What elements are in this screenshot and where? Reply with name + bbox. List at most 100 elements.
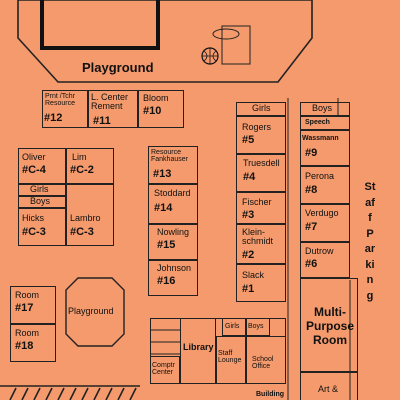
room-14-number: #14 — [154, 202, 173, 214]
restroom-boys-right — [300, 102, 350, 116]
room-14-name: Stoddard — [154, 188, 191, 198]
room-c4-number: #C-4 — [22, 164, 46, 176]
room-1-name: Slack — [242, 270, 265, 280]
room-18-number: #18 — [15, 340, 34, 352]
room-3-number: #3 — [242, 209, 255, 221]
room-16-number: #16 — [157, 275, 176, 287]
room-5-number: #5 — [242, 134, 255, 146]
room-c2[interactable] — [66, 148, 114, 184]
room-7-name: Verdugo — [305, 208, 339, 218]
computer-center[interactable] — [150, 356, 180, 384]
playground-top-boundary — [17, 0, 313, 83]
girls-lib-label: Girls — [225, 323, 240, 330]
multi-purpose-room[interactable] — [300, 278, 358, 372]
room-17[interactable] — [10, 286, 56, 324]
room-9-name: Wassmann — [302, 135, 339, 142]
restroom-girls-right — [236, 102, 286, 116]
library[interactable] — [180, 318, 216, 384]
staff-parking-label: Staff Parking — [364, 181, 376, 302]
room-c2-number: #C-2 — [70, 164, 94, 176]
room-4-number: #4 — [243, 171, 256, 183]
parking-stripes — [0, 385, 140, 400]
room-15[interactable] — [148, 224, 198, 260]
room-8[interactable] — [300, 166, 350, 204]
boys-right-label: Boys — [312, 103, 333, 113]
room-3[interactable] — [236, 192, 286, 224]
room-13[interactable] — [148, 146, 198, 184]
staff-lounge-label: Staff Lounge — [218, 350, 242, 365]
room-c3-hicks[interactable] — [18, 208, 66, 246]
room-12-number: #12 — [44, 112, 63, 124]
room-15-name: Nowling — [157, 227, 190, 237]
room-7-number: #7 — [305, 221, 318, 233]
room-18-name: Room — [15, 328, 40, 338]
room-8-number: #8 — [305, 184, 318, 196]
library-label: Library — [183, 342, 214, 352]
girls-right-label: Girls — [252, 103, 271, 113]
room-14[interactable] — [148, 184, 198, 224]
room-6[interactable] — [300, 242, 350, 278]
room-17-name: Room — [15, 290, 40, 300]
room-1[interactable] — [236, 264, 286, 302]
room-3-name: Fischer — [242, 197, 272, 207]
room-10-number: #10 — [143, 105, 162, 117]
room-15-number: #15 — [157, 239, 176, 251]
room-5[interactable] — [236, 116, 286, 154]
boys-lib-label: Boys — [248, 323, 264, 330]
room-4-name: Truesdell — [243, 158, 280, 168]
comptr-center-label: Comptr Center — [152, 362, 175, 377]
room-8-name: Perona — [305, 171, 335, 181]
room-9-number: #9 — [305, 147, 318, 159]
room-12[interactable] — [42, 90, 88, 128]
room-2[interactable] — [236, 224, 286, 264]
room-1-number: #1 — [242, 283, 255, 295]
playground-bottom-label: Playground — [68, 306, 114, 316]
room-c3b-number: #C-3 — [70, 226, 94, 238]
room-17-number: #17 — [15, 302, 34, 314]
room-16[interactable] — [148, 260, 198, 296]
room-c2-name: Lim — [72, 152, 87, 162]
room-12-name: Prnt /Tchr Resource — [45, 93, 75, 108]
basketball-hoop-icon — [201, 25, 251, 65]
art-label: Art & — [318, 384, 339, 394]
walkway — [287, 98, 351, 400]
art-room[interactable] — [300, 372, 358, 400]
room-c3-lambro[interactable] — [66, 184, 114, 246]
room-5-name: Rogers — [242, 122, 272, 132]
room-11[interactable] — [88, 90, 138, 128]
building-label: Building — [256, 391, 284, 398]
room-6-number: #6 — [305, 258, 318, 270]
room-6-name: Dutrow — [305, 246, 334, 256]
restroom-boys-c — [18, 196, 66, 208]
comptr-center-stubs — [150, 329, 180, 355]
restroom-girls-lib — [222, 318, 246, 336]
room-c4[interactable] — [18, 148, 66, 184]
room-9[interactable] — [300, 130, 350, 166]
room-13-name: Resource Fankhauser — [151, 149, 188, 164]
room-2-name: Klein- schmidt — [242, 227, 274, 247]
speech-room[interactable] — [300, 116, 350, 130]
room-18[interactable] — [10, 324, 56, 362]
restroom-girls-c — [18, 184, 66, 196]
restroom-boys-lib — [246, 318, 270, 336]
room-7[interactable] — [300, 204, 350, 242]
girls-mid-label: Girls — [30, 184, 49, 194]
room-10-name: Bloom — [143, 93, 169, 103]
playground-top-label: Playground — [82, 60, 154, 75]
room-2-number: #2 — [242, 249, 255, 261]
room-10[interactable] — [138, 90, 184, 128]
room-c4-name: Oliver — [22, 152, 46, 162]
room-16-name: Johnson — [157, 263, 192, 273]
room-c3b-name: Lambro — [70, 213, 101, 223]
room-13-number: #13 — [153, 168, 172, 180]
school-office[interactable] — [246, 336, 286, 384]
boys-mid-label: Boys — [30, 196, 51, 206]
staff-lounge[interactable] — [216, 336, 246, 384]
room-c3a-name: Hicks — [22, 213, 44, 223]
field-box — [40, 0, 160, 50]
playground-bottom-boundary — [65, 277, 125, 347]
room-4[interactable] — [236, 154, 286, 192]
room-11-name: L. Center Rement — [91, 92, 129, 112]
